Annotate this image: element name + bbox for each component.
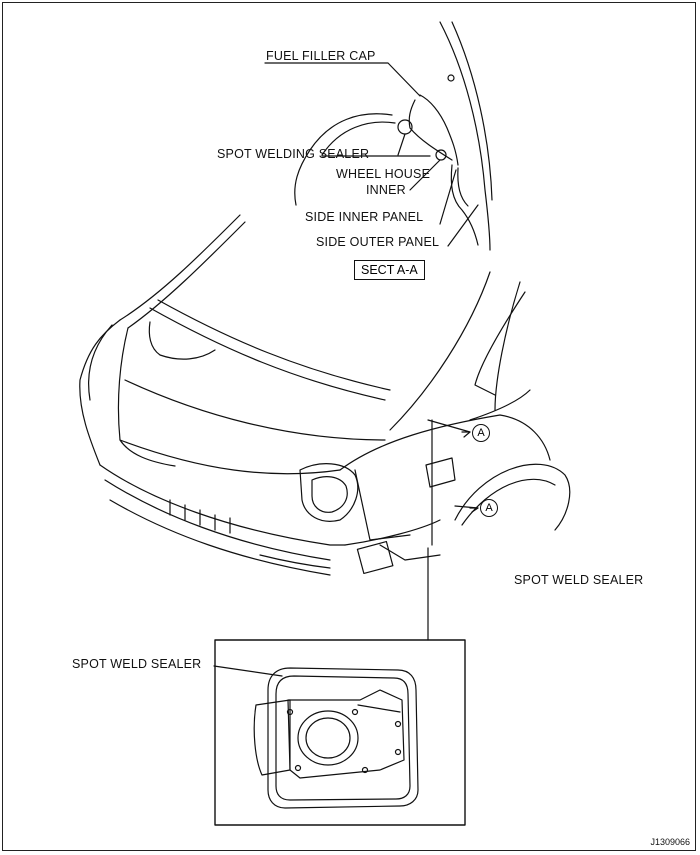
label-wheel-house-inner: INNER <box>366 183 406 197</box>
fuel-door-detail <box>213 665 419 809</box>
section-marker-a-top: A <box>472 424 490 442</box>
label-spot-weld-sealer-right: SPOT WELD SEALER <box>514 573 644 587</box>
label-side-outer-panel: SIDE OUTER PANEL <box>316 235 440 249</box>
figure-code: J1309066 <box>650 837 690 847</box>
detail-box <box>214 639 466 826</box>
section-marker-a-bottom: A <box>480 499 498 517</box>
label-spot-welding-sealer: SPOT WELDING SEALER <box>217 147 370 161</box>
section-label: SECT A-A <box>354 260 425 280</box>
section-cut <box>427 419 479 641</box>
label-side-inner-panel: SIDE INNER PANEL <box>305 210 424 224</box>
label-wheel-house: WHEEL HOUSE <box>336 167 431 181</box>
vehicle-body <box>79 214 571 576</box>
section-detail <box>264 21 493 251</box>
label-spot-weld-sealer-left: SPOT WELD SEALER <box>72 657 202 671</box>
label-fuel-filler-cap: FUEL FILLER CAP <box>266 49 376 63</box>
